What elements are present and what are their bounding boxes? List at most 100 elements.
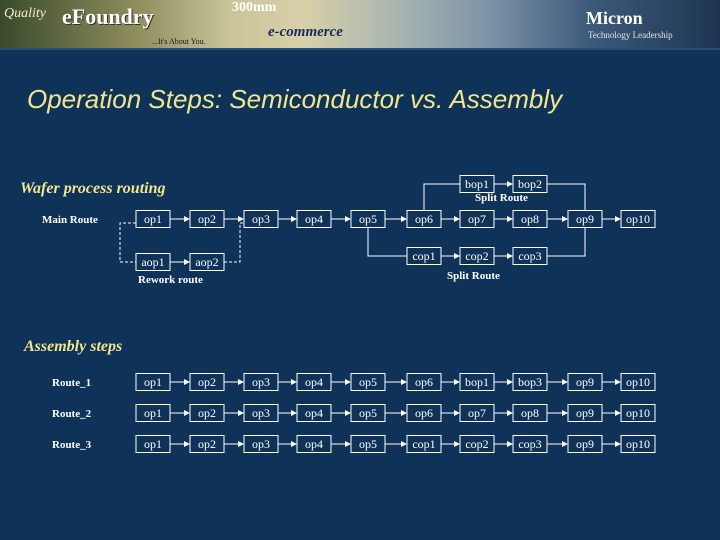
split-top-entry-edge (423, 183, 460, 211)
main-op-op4: op4 (296, 210, 332, 228)
main-op-op5-label: op5 (359, 212, 377, 226)
route-2-op1-label: op1 (144, 406, 162, 420)
main-op-op7-label: op7 (468, 212, 486, 226)
banner-tagline: ...It's About You. (152, 37, 206, 46)
route-2-op4-label: op4 (305, 406, 323, 420)
route-1-op9-label: op9 (576, 375, 594, 389)
route-3-edge-9 (602, 441, 621, 447)
split-bottom-edge-1 (441, 253, 460, 259)
route-2-op5-box (350, 404, 386, 422)
main-op-op1-box (135, 210, 171, 228)
route-3-cop3-box (512, 435, 548, 453)
route-3-edge-6 (441, 441, 460, 447)
main-route-label: Main Route (42, 214, 98, 226)
split-bottom-cop1-box (406, 247, 442, 265)
rework-entry-edge (119, 222, 136, 263)
main-edge-6 (441, 216, 460, 222)
split-bottom-cop2-box (459, 247, 495, 265)
route-2-op3-label: op3 (252, 406, 270, 420)
rework-aop2: aop2 (189, 253, 225, 271)
main-op-op6: op6 (406, 210, 442, 228)
route-1-edge-4 (331, 379, 351, 385)
route-2-op1-box (135, 404, 171, 422)
route-3-op3: op3 (243, 435, 279, 453)
route-3-op1: op1 (135, 435, 171, 453)
main-op-op2-box (189, 210, 225, 228)
route-2-op6: op6 (406, 404, 442, 422)
route-1-bop1: bop1 (459, 373, 495, 391)
route-3-op4-box (296, 435, 332, 453)
main-op-op7: op7 (459, 210, 495, 228)
route-1-edge-7 (494, 379, 513, 385)
route-3-op2: op2 (189, 435, 225, 453)
route-1-op3: op3 (243, 373, 279, 391)
route-2-edge-9 (602, 410, 621, 416)
route-1-op5-box (350, 373, 386, 391)
main-edge-7 (494, 216, 513, 222)
route-3-op9-label: op9 (576, 437, 594, 451)
split-top-exit-edge (547, 183, 586, 211)
split-bottom-entry-edge (367, 227, 407, 257)
split-top-bop2: bop2 (512, 175, 548, 193)
route-1-op2: op2 (189, 373, 225, 391)
route-2-op5: op5 (350, 404, 386, 422)
route-2-op9: op9 (567, 404, 603, 422)
route-3-op2-box (189, 435, 225, 453)
rework-label: Rework route (138, 274, 203, 286)
route-2-op6-box (406, 404, 442, 422)
route-2-op2: op2 (189, 404, 225, 422)
split-top-edge (494, 181, 513, 187)
route-2-op10: op10 (620, 404, 656, 422)
main-edge-4 (331, 216, 351, 222)
banner-divider (0, 48, 720, 50)
main-op-op3: op3 (243, 210, 279, 228)
main-op-op1-label: op1 (144, 212, 162, 226)
main-op-op4-box (296, 210, 332, 228)
rework-aop2-box (189, 253, 225, 271)
route-1-op9-box (567, 373, 603, 391)
route-2-op3: op3 (243, 404, 279, 422)
main-edge-9 (602, 216, 621, 222)
route-1-op4: op4 (296, 373, 332, 391)
banner-text-quality: Quality (4, 6, 46, 21)
route-3-edge-8 (547, 441, 568, 447)
main-edge-5 (385, 216, 407, 222)
route-2-op6-label: op6 (415, 406, 433, 420)
split-bottom-cop3: cop3 (512, 247, 548, 265)
route-1-op3-box (243, 373, 279, 391)
route-1-bop1-box (459, 373, 495, 391)
main-edge-8 (547, 216, 568, 222)
rework-aop1-box (135, 253, 171, 271)
assembly-section-heading: Assembly steps (24, 338, 123, 355)
route-3-cop1-box (406, 435, 442, 453)
route-3-edge-7 (494, 441, 513, 447)
route-3-op4-label: op4 (305, 437, 323, 451)
route-1-edge-9 (602, 379, 621, 385)
route-1-op2-box (189, 373, 225, 391)
rework-exit-edge (224, 222, 244, 263)
route-3-op5: op5 (350, 435, 386, 453)
route-1-edge-2 (224, 379, 244, 385)
main-op-op9-box (567, 210, 603, 228)
route-2-op3-box (243, 404, 279, 422)
split-top-bop1-box (459, 175, 495, 193)
route-3-edge-2 (224, 441, 244, 447)
main-edge-3 (278, 216, 297, 222)
main-op-op5: op5 (350, 210, 386, 228)
route-1-edge-3 (278, 379, 297, 385)
route-3-op1-label: op1 (144, 437, 162, 451)
route-1-op4-label: op4 (305, 375, 323, 389)
route-3-cop2: cop2 (459, 435, 495, 453)
banner-logo-efoundry: eFoundry (62, 4, 154, 29)
assembly-route-label-2: Route_2 (52, 408, 92, 420)
route-2-edge-8 (547, 410, 568, 416)
split-top-bop2-box (512, 175, 548, 193)
banner-text-technology-leadership: Technology Leadership (588, 30, 673, 40)
route-2-edge-2 (224, 410, 244, 416)
main-op-op5-box (350, 210, 386, 228)
route-2-op7-label: op7 (468, 406, 486, 420)
route-1-op3-label: op3 (252, 375, 270, 389)
route-3-cop3-label: cop3 (518, 437, 541, 451)
